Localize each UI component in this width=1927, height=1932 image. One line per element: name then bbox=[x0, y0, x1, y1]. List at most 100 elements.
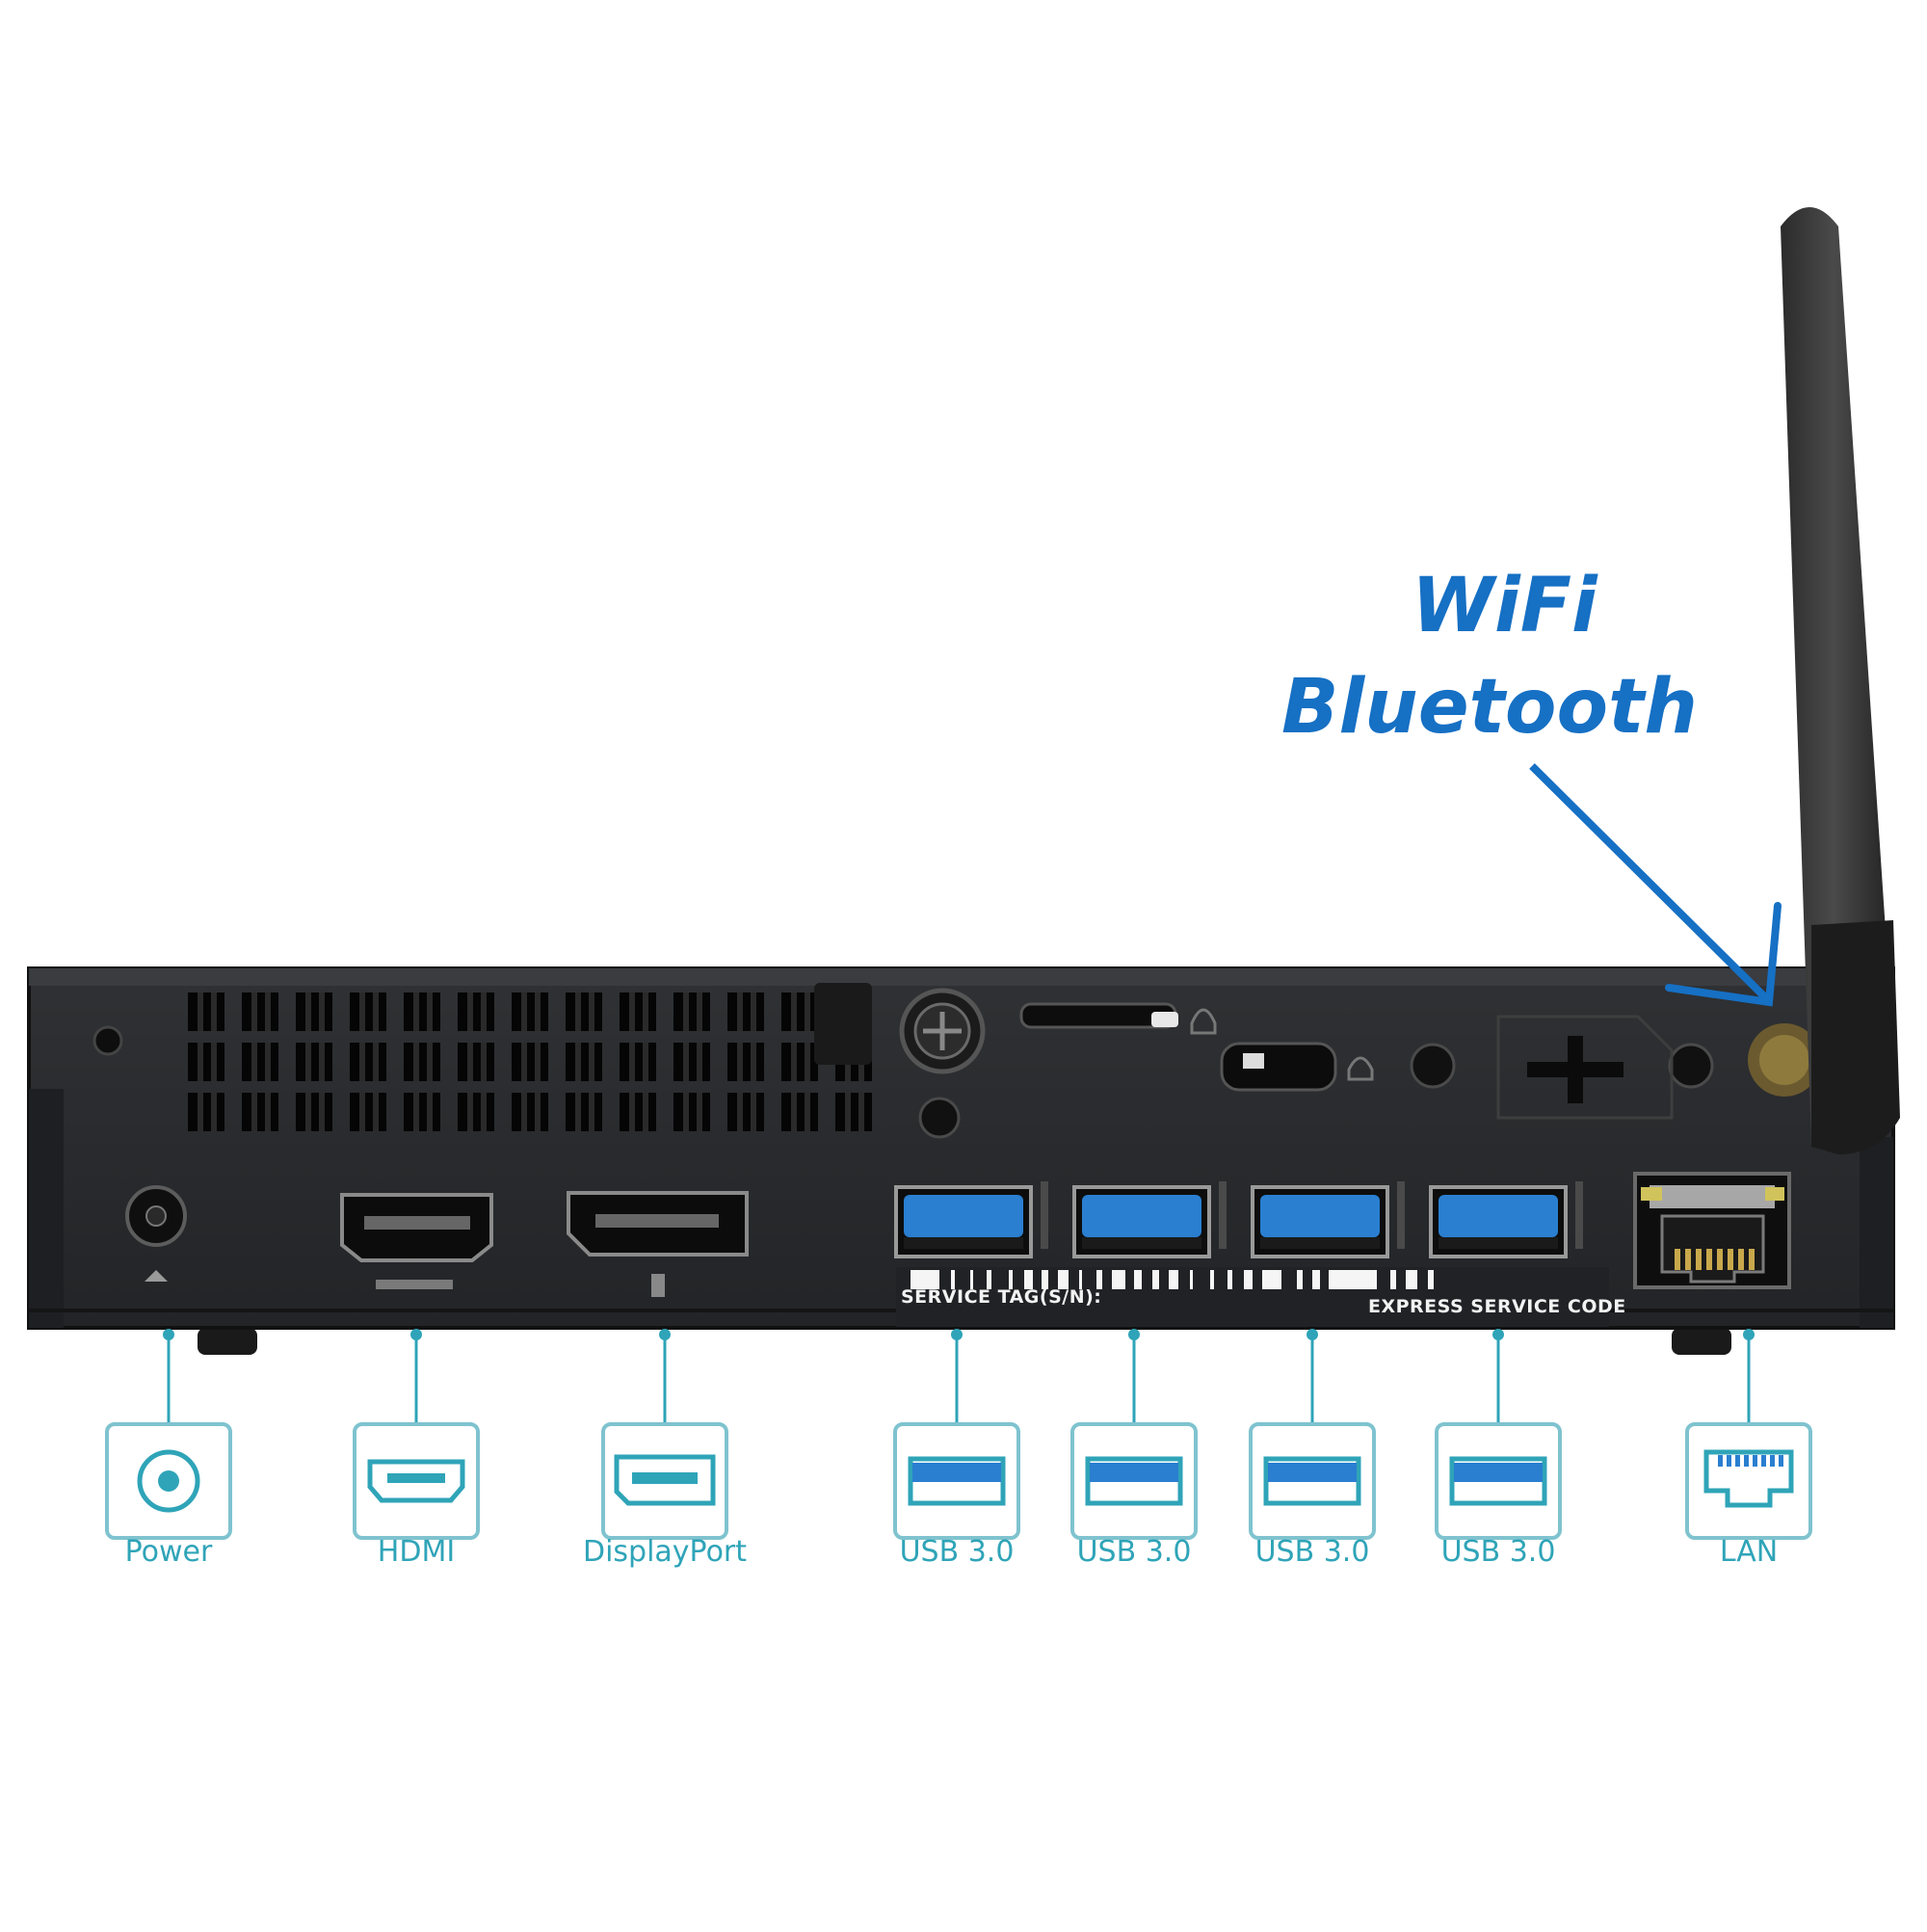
vent-slot bbox=[188, 992, 224, 1031]
wifi-callout-label: WiFi bbox=[1412, 563, 1597, 649]
vent-slot bbox=[620, 1093, 656, 1131]
port-icon-box-4 bbox=[893, 1422, 1020, 1540]
port-caption-usb-1: USB 3.0 bbox=[899, 1535, 1015, 1569]
express-service-code-text: EXPRESS SERVICE CODE bbox=[1368, 1296, 1626, 1317]
vent-slot bbox=[727, 1093, 764, 1131]
port-caption-displayport: DisplayPort bbox=[582, 1535, 748, 1569]
hdmi-port bbox=[340, 1193, 493, 1289]
lan-port bbox=[1633, 1172, 1791, 1289]
port-icon-box-7 bbox=[1435, 1422, 1562, 1540]
vent-slot bbox=[188, 1043, 224, 1081]
case-foot-left bbox=[198, 1328, 257, 1355]
port-icon-box-8 bbox=[1685, 1422, 1812, 1540]
port-leader-lines bbox=[163, 1329, 1755, 1424]
vent-slot bbox=[835, 1093, 872, 1131]
usb-icon bbox=[1449, 1456, 1547, 1506]
vent-slot bbox=[727, 1043, 764, 1081]
port-icon-box-6 bbox=[1249, 1422, 1376, 1540]
vent-slot bbox=[673, 992, 710, 1031]
usb-port-group bbox=[894, 1181, 1583, 1258]
port-caption-hdmi: HDMI bbox=[377, 1535, 456, 1569]
port-leader-8 bbox=[1743, 1329, 1755, 1424]
hdmi-icon bbox=[367, 1459, 465, 1503]
usb-port-1 bbox=[894, 1181, 1048, 1258]
vent-slot bbox=[350, 992, 386, 1031]
port-leader-5 bbox=[1128, 1329, 1140, 1424]
vent-slot bbox=[566, 1043, 602, 1081]
vent-slot bbox=[781, 1043, 818, 1081]
bluetooth-callout-label: Bluetooth bbox=[1281, 664, 1698, 751]
usb-port-2 bbox=[1072, 1181, 1227, 1258]
vent-slot bbox=[350, 1093, 386, 1131]
port-leader-3 bbox=[659, 1329, 671, 1424]
power-port bbox=[125, 1185, 187, 1282]
vent-slot bbox=[404, 1093, 440, 1131]
port-icon-box-3 bbox=[601, 1422, 728, 1540]
port-caption-lan: LAN bbox=[1719, 1535, 1779, 1569]
port-icon-box-5 bbox=[1070, 1422, 1198, 1540]
case-latch bbox=[814, 983, 872, 1065]
port-leader-2 bbox=[410, 1329, 422, 1424]
vent-slot bbox=[727, 992, 764, 1031]
usb-port-3 bbox=[1251, 1181, 1405, 1258]
case-screw-hole bbox=[918, 1097, 961, 1139]
displayport-icon bbox=[614, 1454, 716, 1506]
usb-port-4 bbox=[1429, 1181, 1583, 1258]
case-screw-hole bbox=[92, 1025, 123, 1056]
vent-slot bbox=[242, 992, 278, 1031]
service-tag-label bbox=[896, 1267, 1609, 1327]
vent-slot bbox=[242, 1043, 278, 1081]
case-foot-right bbox=[1672, 1328, 1731, 1355]
media-card-slot bbox=[1019, 1002, 1217, 1035]
vent-slot bbox=[512, 992, 548, 1031]
service-tag-barcode bbox=[911, 1270, 1434, 1289]
case-screw-hole bbox=[1668, 1043, 1714, 1089]
callout-arrowhead bbox=[1665, 902, 1782, 1007]
port-caption-usb-4: USB 3.0 bbox=[1440, 1535, 1556, 1569]
port-leader-6 bbox=[1307, 1329, 1318, 1424]
callout-arrow bbox=[1529, 763, 1771, 1003]
vent-slot bbox=[512, 1043, 548, 1081]
service-tag-text: SERVICE TAG(S/N): bbox=[901, 1286, 1102, 1308]
vent-slot bbox=[566, 1093, 602, 1131]
displayport-port bbox=[567, 1191, 749, 1297]
security-lock-slot bbox=[1220, 1042, 1374, 1092]
port-caption-usb-3: USB 3.0 bbox=[1254, 1535, 1370, 1569]
chassis-screw bbox=[899, 988, 986, 1074]
vent-slot bbox=[620, 992, 656, 1031]
vent-slot bbox=[296, 992, 332, 1031]
usb-icon bbox=[1085, 1456, 1183, 1506]
vent-slot bbox=[404, 992, 440, 1031]
usb-icon bbox=[908, 1456, 1006, 1506]
vent-slot bbox=[350, 1043, 386, 1081]
vent-slot bbox=[242, 1093, 278, 1131]
port-icon-box-1 bbox=[105, 1422, 232, 1540]
vent-slot bbox=[512, 1093, 548, 1131]
vent-slot bbox=[566, 992, 602, 1031]
power-jack-icon bbox=[137, 1449, 200, 1513]
vent-slot bbox=[458, 1043, 494, 1081]
port-leader-1 bbox=[163, 1329, 174, 1424]
vent-grille bbox=[188, 992, 872, 1131]
vent-slot bbox=[781, 1093, 818, 1131]
antenna-connector bbox=[1748, 1023, 1821, 1097]
expansion-cover bbox=[1496, 1015, 1674, 1120]
port-legend bbox=[105, 1422, 1812, 1540]
vent-slot bbox=[296, 1043, 332, 1081]
case-screw-hole bbox=[1410, 1043, 1456, 1089]
port-caption-usb-2: USB 3.0 bbox=[1076, 1535, 1192, 1569]
vent-slot bbox=[673, 1093, 710, 1131]
vent-slot bbox=[673, 1043, 710, 1081]
vent-slot bbox=[781, 992, 818, 1031]
vent-slot bbox=[620, 1043, 656, 1081]
port-leader-4 bbox=[951, 1329, 963, 1424]
vent-slot bbox=[458, 1093, 494, 1131]
usb-icon bbox=[1263, 1456, 1361, 1506]
vent-slot bbox=[296, 1093, 332, 1131]
ethernet-icon bbox=[1703, 1449, 1794, 1508]
vent-slot bbox=[404, 1043, 440, 1081]
port-leader-7 bbox=[1492, 1329, 1504, 1424]
vent-slot bbox=[458, 992, 494, 1031]
